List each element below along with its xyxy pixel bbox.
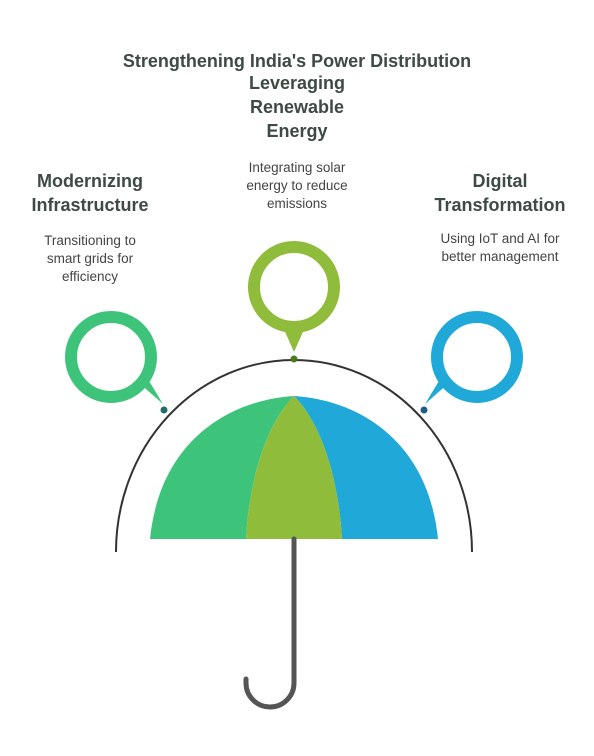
heading-line: Modernizing	[37, 171, 143, 191]
desc-digital-transformation: Using IoT and AI for better management	[410, 230, 590, 266]
heading-line: Infrastructure	[31, 195, 149, 215]
desc-line: efficiency	[61, 269, 119, 284]
desc-line: smart grids for	[46, 251, 134, 266]
heading-modernizing-infrastructure: Modernizing Infrastructure	[20, 169, 160, 217]
heading-line: Energy	[266, 121, 328, 141]
heading-digital-transformation: Digital Transformation	[420, 169, 580, 217]
marker-right	[420, 311, 523, 414]
heading-line: Transformation	[434, 195, 566, 215]
desc-line: Integrating solar	[248, 160, 346, 175]
heading-line: Digital	[472, 171, 528, 191]
desc-line: better management	[441, 249, 559, 264]
desc-leveraging-renewable-energy: Integrating solar energy to reduce emiss…	[212, 159, 382, 213]
desc-line: Using IoT and AI for	[440, 231, 560, 246]
marker-middle	[248, 241, 340, 363]
desc-line: emissions	[266, 196, 328, 211]
desc-line: energy to reduce	[246, 178, 348, 193]
canopy-right-panel	[294, 396, 438, 539]
heading-leveraging-renewable-energy: Leveraging Renewable Energy	[212, 71, 382, 143]
canopy-middle-panel	[246, 396, 342, 539]
desc-modernizing-infrastructure: Transitioning to smart grids for efficie…	[20, 232, 160, 286]
heading-line: Renewable	[249, 97, 345, 117]
umbrella-handle	[243, 536, 297, 710]
desc-line: Transitioning to	[44, 233, 136, 248]
marker-left	[65, 311, 168, 414]
heading-line: Leveraging	[248, 73, 346, 93]
canopy-left-panel	[150, 396, 294, 539]
diagram-title: Strengthening India's Power Distribution	[122, 51, 472, 71]
